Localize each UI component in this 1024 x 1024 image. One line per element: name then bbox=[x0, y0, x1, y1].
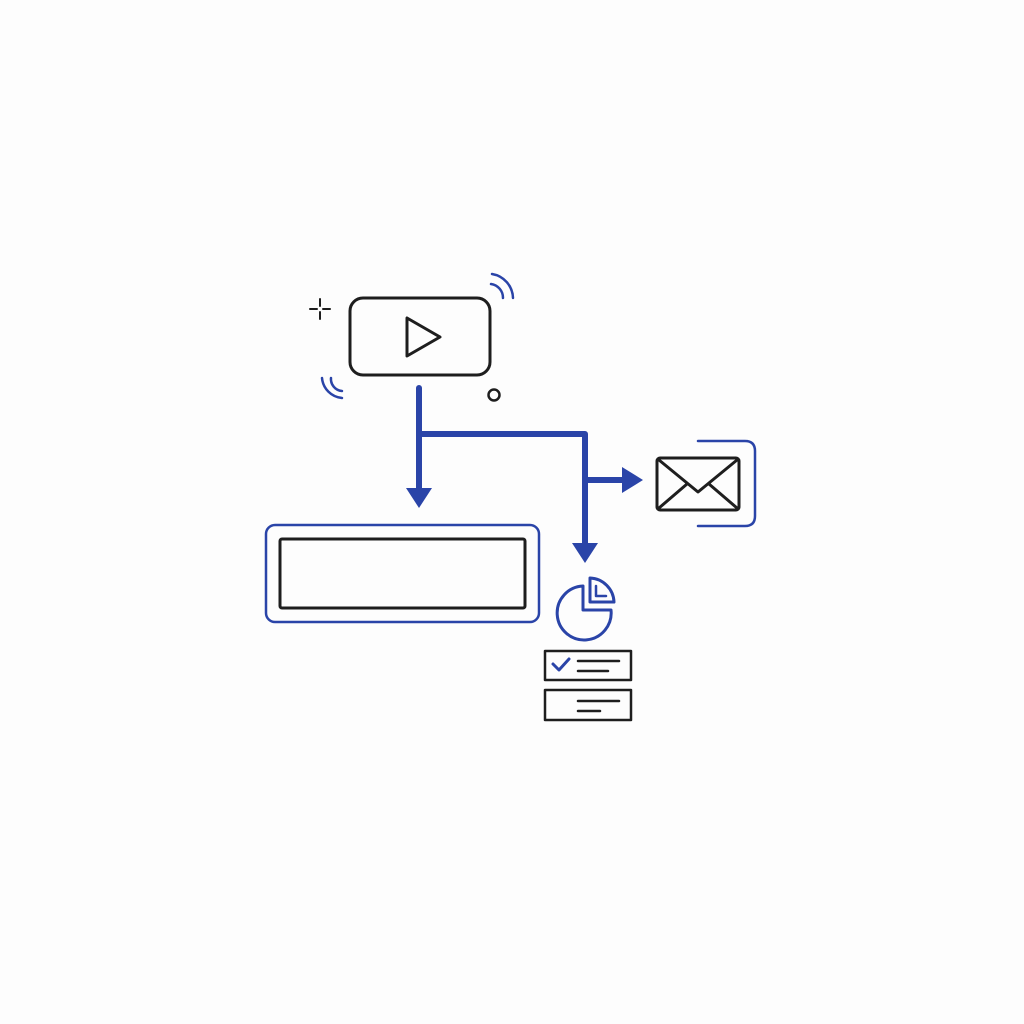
pie-chart-icon[interactable] bbox=[555, 576, 616, 642]
play-icon bbox=[405, 316, 442, 358]
signal-waves-icon bbox=[489, 272, 515, 300]
list-item[interactable] bbox=[543, 688, 633, 722]
dot-icon bbox=[487, 388, 501, 402]
email-node[interactable] bbox=[655, 439, 757, 528]
sparkle-icon bbox=[309, 298, 331, 320]
envelope-icon bbox=[655, 456, 741, 512]
list-item[interactable] bbox=[543, 649, 633, 682]
signal-waves-icon bbox=[320, 376, 344, 400]
checklist-icon[interactable] bbox=[543, 649, 633, 722]
arrow-down-icon bbox=[572, 543, 598, 563]
video-node[interactable] bbox=[348, 296, 492, 377]
content-panel[interactable] bbox=[264, 523, 541, 624]
flow-connectors bbox=[406, 385, 643, 563]
arrow-right-icon bbox=[622, 467, 643, 493]
checkmark-icon bbox=[551, 657, 571, 672]
arrow-down-icon bbox=[406, 488, 432, 508]
